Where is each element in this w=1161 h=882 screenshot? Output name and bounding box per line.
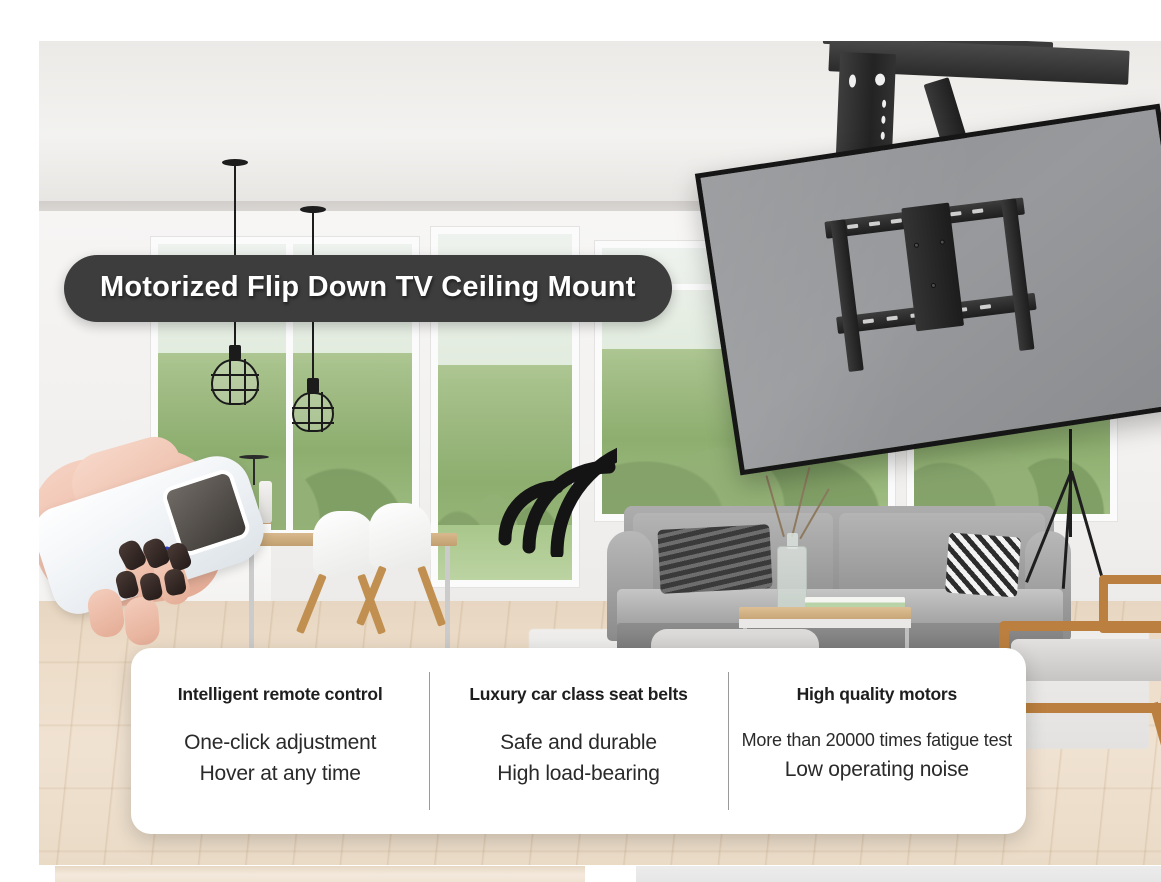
bracket-slot xyxy=(950,211,962,217)
bracket-slot xyxy=(979,304,992,310)
hero-title-badge: Motorized Flip Down TV Ceiling Mount xyxy=(64,255,672,322)
cage-wire xyxy=(229,359,231,405)
bracket-slot xyxy=(862,318,875,324)
striped-throw-pillow xyxy=(657,524,773,594)
coffee-table-top xyxy=(739,607,911,619)
lamp-canopy xyxy=(222,159,248,166)
vase-neck xyxy=(787,533,798,549)
feature-line: High load-bearing xyxy=(497,762,660,786)
column-hole xyxy=(874,73,886,86)
coffee-table-apron xyxy=(739,619,911,628)
dining-chair xyxy=(313,511,375,577)
lamp-wire-cage xyxy=(292,392,334,432)
feature-heading: High quality motors xyxy=(796,684,958,704)
signal-arc-outer xyxy=(550,436,674,560)
cage-wire xyxy=(308,392,310,432)
bracket-bolt xyxy=(939,239,946,245)
feature-line: One-click adjustment xyxy=(184,731,377,754)
decor-bottle xyxy=(259,481,272,523)
bracket-bolt xyxy=(913,242,920,249)
feature-column-seat-belts: Luxury car class seat belts Safe and dur… xyxy=(429,648,727,834)
next-image-strip-right xyxy=(636,866,1161,882)
column-hole xyxy=(880,131,885,140)
lamp-canopy xyxy=(300,206,326,213)
dining-chair xyxy=(369,503,431,569)
bracket-slot xyxy=(890,218,903,224)
feature-column-motors: High quality motors More than 20000 time… xyxy=(727,648,1026,834)
hero-product-image: Motorized Flip Down TV Ceiling Mount Int… xyxy=(39,41,1161,865)
feature-line: Hover at any time xyxy=(199,762,361,786)
feature-line: More than 20000 times fatigue test xyxy=(741,730,1013,750)
bracket-slot xyxy=(846,223,859,230)
lamp-socket xyxy=(229,345,241,360)
chevron-throw-pillow xyxy=(944,532,1022,598)
column-hole xyxy=(848,74,857,88)
cage-wire xyxy=(321,392,323,432)
decor-stand-disc xyxy=(239,455,269,459)
feature-heading: Intelligent remote control xyxy=(177,684,383,704)
hero-title-text: Motorized Flip Down TV Ceiling Mount xyxy=(100,271,636,303)
feature-highlights-card: Intelligent remote control One-click adj… xyxy=(131,648,1026,834)
bracket-slot xyxy=(868,221,881,227)
bracket-slot xyxy=(886,315,898,321)
feature-heading: Luxury car class seat belts xyxy=(469,684,688,704)
cage-wire xyxy=(244,359,246,405)
dining-table-leg xyxy=(249,546,254,686)
lamp-socket xyxy=(307,378,319,393)
next-image-strip-left xyxy=(55,866,585,882)
bracket-slot xyxy=(972,208,984,214)
feature-line: Low operating noise xyxy=(784,757,969,781)
tv-mounting-bracket xyxy=(824,197,1043,390)
dining-table-leg xyxy=(445,546,450,686)
column-hole xyxy=(881,115,886,124)
decor-stand-stem xyxy=(253,457,255,485)
bracket-bolt xyxy=(930,282,937,289)
armchair-cushion xyxy=(1011,639,1161,681)
hand-finger xyxy=(123,595,161,647)
glass-vase xyxy=(777,546,807,618)
lamp-wire-cage xyxy=(211,359,259,405)
column-hole xyxy=(881,99,887,108)
feature-column-remote-control: Intelligent remote control One-click adj… xyxy=(131,648,429,834)
wireless-signal-waves xyxy=(487,435,674,560)
feature-line: Safe and durable xyxy=(500,731,657,754)
window-mullion xyxy=(286,244,293,530)
